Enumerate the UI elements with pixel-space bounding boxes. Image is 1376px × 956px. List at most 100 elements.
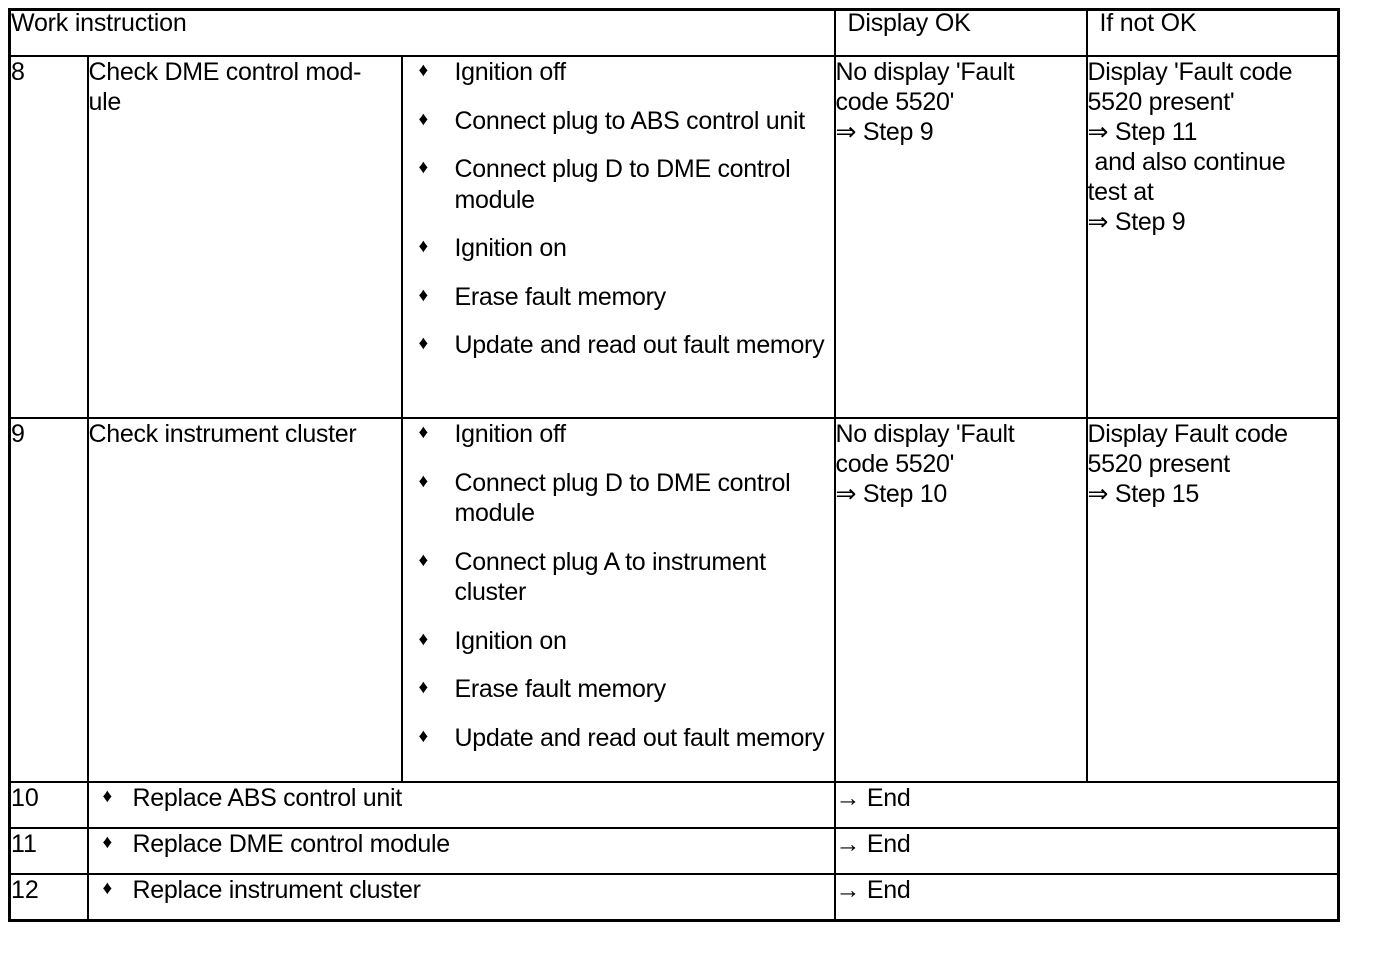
if-not-ok-cell: Display Fault code 5520 present ⇒ Step 1… (1085, 417, 1340, 783)
if-not-ok-goto-1: ⇒ Step 11 (1088, 117, 1338, 147)
diamond-bullet-icon: ♦ (418, 422, 429, 443)
display-ok-cell: No display 'Fault code 5520' ⇒ Step 9 (833, 55, 1088, 419)
header-if-not-ok: If not OK (1085, 8, 1340, 57)
goto-label: Step 10 (862, 480, 947, 508)
display-ok-line-1: No display 'Fault (835, 420, 1015, 448)
step-title-line-1: Check DME control mod- (88, 58, 362, 86)
list-item-label: Connect plug to ABS control unit (454, 106, 806, 135)
result-label: End (866, 876, 911, 904)
diamond-bullet-icon: ♦ (418, 628, 429, 650)
if-not-ok-line-1: Display Fault code (1087, 420, 1289, 448)
table-header-row: Work instruction Display OK If not OK (8, 8, 1340, 57)
result-cell: → End (833, 873, 1340, 922)
step-action-cell: ♦ Replace DME control module (86, 827, 836, 875)
if-not-ok-note-2: test at (1087, 178, 1154, 206)
list-item: ♦ Ignition off (403, 57, 834, 88)
result-goto: → End (836, 830, 911, 858)
if-not-ok-line-1: Display 'Fault code (1087, 58, 1293, 86)
step-number: 8 (8, 55, 89, 419)
header-display-ok: Display OK (833, 8, 1088, 57)
list-item-label: Ignition on (454, 626, 567, 655)
goto-label: Step 9 (1114, 208, 1186, 236)
display-ok-cell: No display 'Fault code 5520' ⇒ Step 10 (833, 417, 1088, 783)
table-row-step-11: 11 ♦ Replace DME control module → End (8, 827, 1340, 875)
diamond-bullet-icon: ♦ (418, 157, 429, 178)
diamond-bullet-icon: ♦ (418, 725, 429, 747)
list-item: ♦ Connect plug D to DME control module (403, 154, 834, 215)
list-item-label: Update and read out fault memory (454, 331, 825, 359)
step-number: 9 (8, 417, 89, 783)
list-item-label: Ignition off (454, 58, 567, 86)
result-cell: → End (833, 827, 1340, 875)
single-arrow-icon: → (835, 784, 861, 812)
table-row-step-8: 8 Check DME control mod- ule ♦ Ignition … (8, 55, 1340, 419)
display-ok-line-1: No display 'Fault (835, 58, 1015, 86)
table-row-step-9: 9 Check instrument cluster ♦ Ignition of… (8, 417, 1340, 783)
goto-label: Step 11 (1114, 118, 1198, 146)
list-item: ♦ Replace ABS control unit (89, 783, 834, 814)
list-item-label: Connect plug A to instrument cluster (454, 547, 767, 607)
single-arrow-icon: → (835, 830, 861, 858)
diamond-bullet-icon: ♦ (418, 333, 429, 354)
list-item: ♦ Erase fault memory (403, 674, 834, 705)
step-instruction-list-cell: ♦ Ignition off ♦ Connect plug to ABS con… (400, 55, 836, 419)
goto-label: Step 9 (862, 118, 934, 146)
list-item-label: Ignition off (454, 420, 567, 448)
diamond-bullet-icon: ♦ (418, 470, 429, 492)
result-label: End (866, 830, 911, 858)
double-arrow-icon: ⇒ (835, 118, 857, 146)
table-row-step-10: 10 ♦ Replace ABS control unit → End (8, 781, 1340, 829)
result-goto: → End (836, 784, 911, 812)
list-item-label: Replace DME control module (132, 830, 451, 858)
list-item-label: Erase fault memory (454, 675, 667, 703)
diamond-bullet-icon: ♦ (102, 786, 113, 807)
list-item-label: Update and read out fault memory (454, 723, 825, 752)
display-ok-goto: ⇒ Step 9 (836, 117, 1086, 147)
list-item: ♦ Ignition on (403, 233, 834, 264)
step-action-cell: ♦ Replace ABS control unit (86, 781, 836, 829)
list-item: ♦ Erase fault memory (403, 282, 834, 313)
if-not-ok-line-2: 5520 present (1087, 450, 1231, 478)
double-arrow-icon: ⇒ (1087, 208, 1109, 236)
step-title-line-1: Check instrument cluster (88, 420, 357, 448)
list-item: ♦ Update and read out fault memory (403, 330, 834, 361)
diamond-bullet-icon: ♦ (102, 878, 113, 899)
double-arrow-icon: ⇒ (835, 480, 857, 508)
if-not-ok-note-1: and also continue (1094, 148, 1286, 176)
list-item: ♦ Replace DME control module (89, 829, 834, 860)
if-not-ok-line-2: 5520 present' (1087, 88, 1235, 116)
diamond-bullet-icon: ♦ (418, 677, 429, 698)
if-not-ok-goto-1: ⇒ Step 15 (1088, 479, 1338, 509)
result-goto: → End (836, 876, 911, 904)
list-item-label: Ignition on (454, 234, 567, 262)
step-title-line-2: ule (88, 88, 122, 116)
step-number: 11 (8, 827, 89, 875)
instruction-list: ♦ Replace instrument cluster (89, 875, 834, 906)
list-item: ♦ Connect plug D to DME control module (403, 468, 834, 529)
step-number: 10 (8, 781, 89, 829)
instruction-list: ♦ Ignition off ♦ Connect plug D to DME c… (403, 419, 834, 753)
step-instruction-list-cell: ♦ Ignition off ♦ Connect plug D to DME c… (400, 417, 836, 783)
single-arrow-icon: → (835, 876, 861, 904)
result-label: End (866, 784, 911, 812)
double-arrow-icon: ⇒ (1087, 118, 1109, 146)
list-item: ♦ Ignition off (403, 419, 834, 450)
display-ok-line-2: code 5520' (835, 88, 955, 116)
diamond-bullet-icon: ♦ (418, 60, 429, 81)
display-ok-goto: ⇒ Step 10 (836, 479, 1086, 509)
result-cell: → End (833, 781, 1340, 829)
list-item-label: Replace instrument cluster (132, 876, 421, 904)
instruction-list: ♦ Ignition off ♦ Connect plug to ABS con… (403, 57, 834, 361)
diamond-bullet-icon: ♦ (418, 284, 429, 306)
table-row-step-12: 12 ♦ Replace instrument cluster → End (8, 873, 1340, 922)
work-instruction-table: Work instruction Display OK If not OK 8 … (8, 8, 1341, 922)
header-work-instruction: Work instruction (8, 8, 836, 57)
if-not-ok-cell: Display 'Fault code 5520 present' ⇒ Step… (1085, 55, 1340, 419)
list-item: ♦ Replace instrument cluster (89, 875, 834, 906)
list-item-label: Replace ABS control unit (132, 784, 403, 812)
display-ok-line-2: code 5520' (835, 450, 955, 478)
list-item: ♦ Connect plug to ABS control unit (403, 106, 834, 137)
list-item-label: Connect plug D to DME control module (454, 468, 791, 528)
instruction-list: ♦ Replace DME control module (89, 829, 834, 860)
if-not-ok-goto-2: ⇒ Step 9 (1088, 207, 1338, 237)
